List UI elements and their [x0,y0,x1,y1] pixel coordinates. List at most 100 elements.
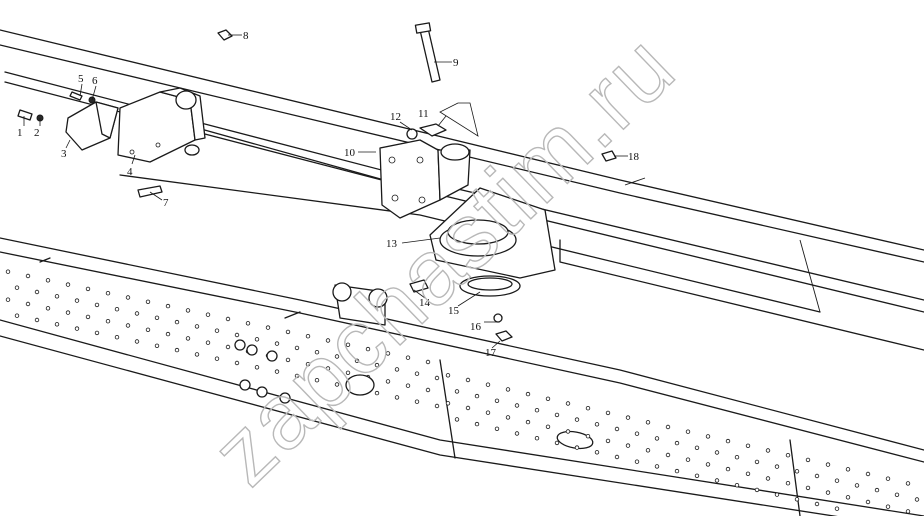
watermark: zapchastim.ru [193,15,695,504]
perforation-hole [205,340,211,345]
perforation-hole [905,481,911,486]
perforation-hole [465,377,471,383]
perforation-hole [594,422,600,427]
perforation-hole [434,375,440,381]
perforation-hole [434,403,440,409]
perforation-hole [885,476,891,481]
callout-12: 12 [390,111,401,123]
perforation-hole [414,399,420,404]
perforation-hole [605,410,611,416]
perforation-hole [654,464,660,469]
perforation-hole [214,328,220,333]
perforation-hole [334,382,340,387]
perforation-hole [754,487,760,493]
perforation-hole [734,483,740,488]
perforation-hole [745,471,751,476]
perforation-hole [825,462,831,467]
perforation-hole [314,350,320,355]
perforation-hole [674,468,680,474]
perforation-hole [165,303,171,309]
callout-7: 7 [163,197,169,209]
perforation-hole [205,312,211,317]
perforation-hole [845,467,851,472]
perforation-hole [905,509,911,514]
perforation-hole [14,313,20,318]
perforation-hole [5,297,11,302]
perforation-hole [394,367,400,372]
perforation-hole [614,454,620,460]
perforation-hole [285,329,291,335]
perforation-hole [145,299,151,304]
perforation-hole [185,336,191,341]
perforation-hole [505,387,511,392]
perforation-hole [554,440,560,446]
perforation-hole [634,431,640,436]
perforation-hole [345,342,351,347]
callout-14: 14 [419,297,431,309]
callout-3: 3 [61,148,67,160]
perforation-hole [654,436,660,441]
perforation-hole [454,389,460,394]
perforation-hole [494,426,500,431]
perforation-hole [54,322,60,327]
perforation-hole [585,406,591,411]
perforation-hole [785,481,791,486]
bolt-5 [69,91,83,101]
perforation-hole [814,501,820,507]
bolt-11 [419,123,447,137]
perforation-hole [565,429,571,434]
callout-16: 16 [470,321,482,333]
perforation-hole [694,473,700,478]
bolt-9 [419,27,441,83]
perforation-hole [705,462,711,467]
callout-11: 11 [418,108,429,120]
perforation-hole [114,335,120,340]
perforation-hole [514,431,520,436]
perforation-hole [405,383,411,388]
perforation-hole [574,445,580,450]
perforation-hole [665,424,671,430]
rear-mount-assembly [17,29,233,198]
perforation-hole [5,269,11,274]
perforation-hole [594,450,600,455]
perforation-hole [14,285,20,290]
callout-13: 13 [386,238,398,250]
perforation-hole [454,417,460,422]
perforation-hole [405,355,411,360]
perforation-hole [25,273,31,279]
perforation-hole [225,316,231,322]
perforation-hole [385,351,391,356]
perforation-hole [894,492,900,497]
washer-16 [493,313,503,323]
perforation-hole [725,438,731,444]
perforation-hole [805,485,811,491]
perforation-hole [214,356,220,361]
perforation-hole [385,379,391,384]
perforation-hole [874,487,880,493]
callout-17: 17 [485,347,497,359]
perforation-hole [834,506,840,511]
perforation-hole [725,466,731,472]
perforation-hole [474,421,480,427]
perforation-hole [314,378,320,383]
perforation-hole [574,417,580,422]
perforation-hole [794,497,800,502]
perforation-hole [85,286,91,292]
perforation-hole [865,471,871,477]
callout-15: 15 [448,305,460,317]
perforation-hole [174,347,180,353]
perforation-hole [25,301,31,307]
callout-10: 10 [344,147,356,159]
perforation-hole [34,289,40,295]
perforation-hole [634,459,640,464]
perforation-hole [365,346,371,352]
perforation-hole [325,366,331,371]
perforation-hole [645,420,651,425]
perforation-hole [485,410,491,415]
perforation-hole [754,459,760,465]
perforation-hole [765,448,771,453]
perforation-hole [345,370,351,375]
perforation-hole [774,464,780,469]
perforation-hole [294,373,300,379]
perforation-hole [745,443,751,448]
